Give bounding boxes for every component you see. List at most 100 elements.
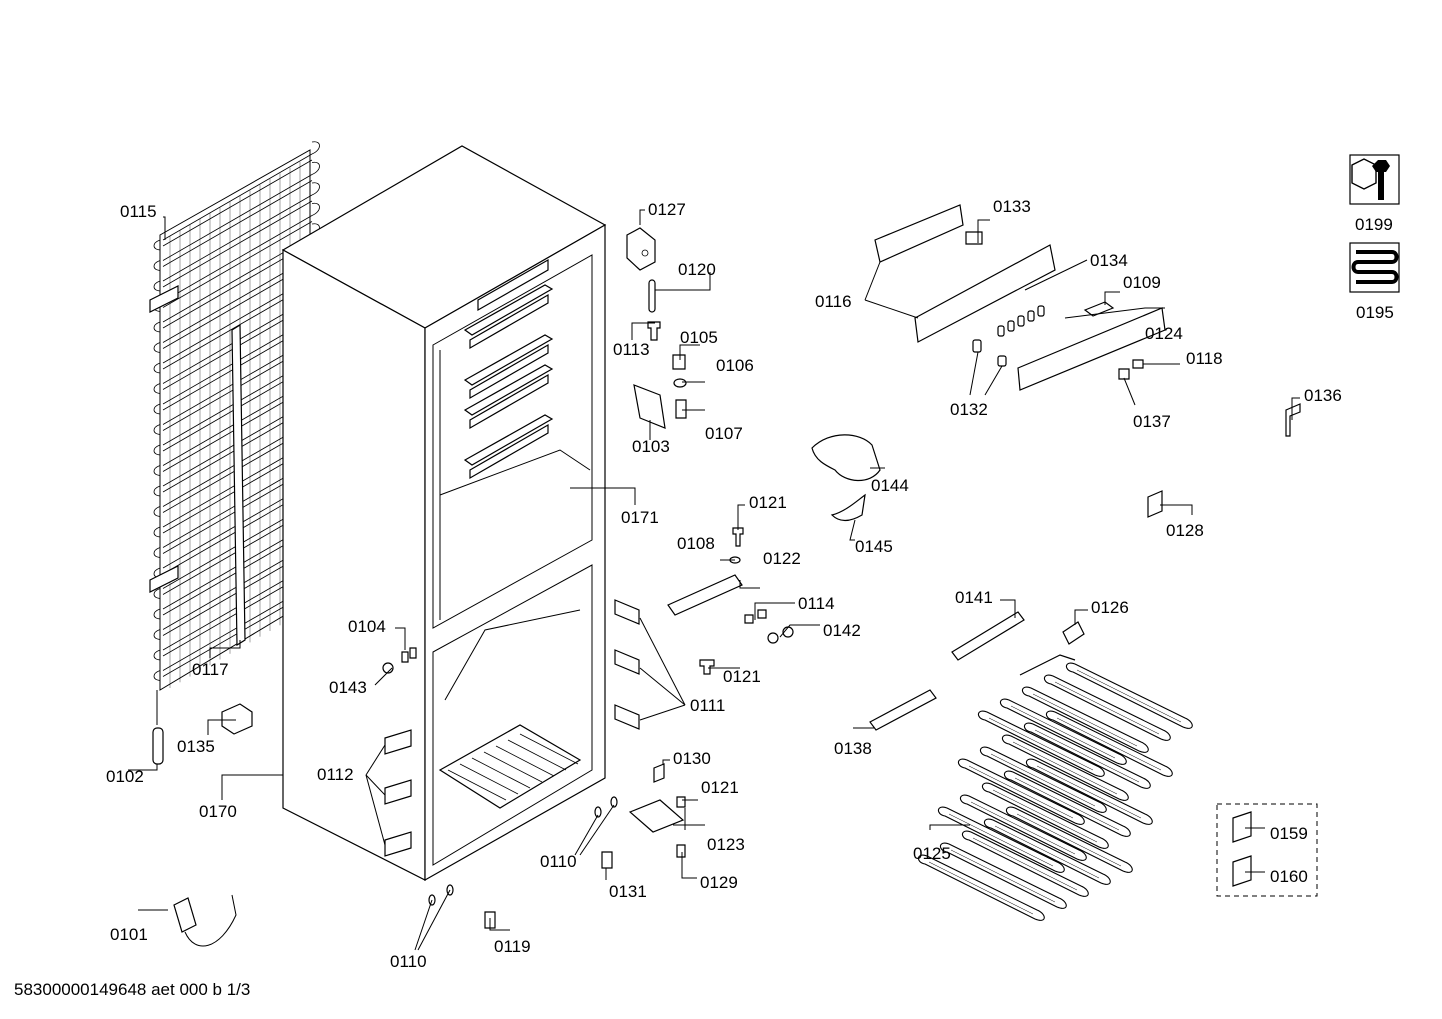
part-labels: 0101 0102 0103 0104 0105 0106 0107 0108 … xyxy=(106,197,1394,971)
label-0121-a: 0121 xyxy=(749,493,787,512)
label-0133: 0133 xyxy=(993,197,1031,216)
cabinet-0170 xyxy=(281,145,607,882)
deflector-0145 xyxy=(830,493,866,522)
holder-0112a xyxy=(384,729,412,755)
label-0111: 0111 xyxy=(690,696,725,715)
clip-0137 xyxy=(1118,368,1130,380)
screw-0121-low xyxy=(676,796,686,808)
label-0102: 0102 xyxy=(106,767,144,786)
label-0125: 0125 xyxy=(913,844,951,863)
fan-housing-0144 xyxy=(811,434,881,482)
bracket-0111a xyxy=(614,599,640,625)
label-0137: 0137 xyxy=(1133,412,1171,431)
screw-0113 xyxy=(647,321,661,341)
evaporator-0125 xyxy=(917,654,1193,921)
label-0119: 0119 xyxy=(494,937,531,956)
label-0126: 0126 xyxy=(1091,598,1129,617)
bracket-0111c xyxy=(614,704,640,730)
leader-lines xyxy=(128,209,1300,951)
label-0128: 0128 xyxy=(1166,521,1204,540)
pin-0120 xyxy=(648,279,656,313)
label-0170: 0170 xyxy=(199,802,237,821)
label-0127: 0127 xyxy=(648,200,686,219)
terminal-0135 xyxy=(221,703,253,735)
label-0108: 0108 xyxy=(677,534,715,553)
screws-0114 xyxy=(744,609,767,624)
label-0104: 0104 xyxy=(348,617,386,636)
label-0112: 0112 xyxy=(317,765,354,784)
plate-0103 xyxy=(633,384,666,429)
strip-0138 xyxy=(869,689,937,731)
label-0136: 0136 xyxy=(1304,386,1342,405)
hinge-0122 xyxy=(667,574,743,616)
label-0115: 0115 xyxy=(120,202,157,221)
bracket-0111b xyxy=(614,649,640,675)
label-0103: 0103 xyxy=(632,437,670,456)
part-0107 xyxy=(675,399,687,419)
hinge-bracket-0127 xyxy=(626,227,656,271)
label-0114: 0114 xyxy=(798,594,835,613)
screw-0121-mid xyxy=(699,659,715,675)
label-0145: 0145 xyxy=(855,537,893,556)
label-0129: 0129 xyxy=(700,873,738,892)
holder-0112c xyxy=(384,831,412,857)
label-0110-b: 0110 xyxy=(390,952,427,971)
part-0159 xyxy=(1232,811,1252,843)
label-0122: 0122 xyxy=(763,549,801,568)
label-0109: 0109 xyxy=(1123,273,1161,292)
strut-0117 xyxy=(231,323,246,647)
capillary-0102 xyxy=(152,727,164,765)
label-0121-b: 0121 xyxy=(723,667,761,686)
label-0101: 0101 xyxy=(110,925,148,944)
label-0144: 0144 xyxy=(871,476,909,495)
label-0105: 0105 xyxy=(680,328,718,347)
module-0109 xyxy=(1083,301,1115,317)
label-0123: 0123 xyxy=(707,835,745,854)
part-0126 xyxy=(1062,621,1085,645)
label-0143: 0143 xyxy=(329,678,367,697)
accessory-box xyxy=(1216,803,1318,897)
label-0124: 0124 xyxy=(1145,324,1183,343)
part-0160 xyxy=(1232,855,1252,887)
label-0120: 0120 xyxy=(678,260,716,279)
switch-0133 xyxy=(965,231,983,245)
part-0136 xyxy=(1285,403,1301,437)
label-0138: 0138 xyxy=(834,739,872,758)
label-0131: 0131 xyxy=(609,882,647,901)
part-0128 xyxy=(1147,490,1163,518)
screw-0129 xyxy=(676,844,686,858)
screw-0121-top xyxy=(732,527,744,547)
label-0195: 0195 xyxy=(1356,303,1394,322)
document-id-footer: 58300000149648 aet 000 b 1/3 xyxy=(14,980,251,999)
label-0130: 0130 xyxy=(673,749,711,768)
label-0141: 0141 xyxy=(955,588,993,607)
holder-0112b xyxy=(384,779,412,805)
label-0107: 0107 xyxy=(705,424,743,443)
label-0116: 0116 xyxy=(815,292,852,311)
washer-0106 xyxy=(673,378,687,388)
label-0199: 0199 xyxy=(1355,215,1393,234)
screws-0104 xyxy=(401,647,417,663)
label-0134: 0134 xyxy=(1090,251,1128,270)
wrench-nut-icon xyxy=(1349,154,1400,205)
cap-0142a xyxy=(767,632,779,644)
cover-0124 xyxy=(1017,307,1166,391)
screw-0131 xyxy=(601,851,613,869)
control-panel-0134 xyxy=(914,244,1056,343)
clip-0118 xyxy=(1132,359,1144,369)
label-0118: 0118 xyxy=(1186,349,1223,368)
label-0106: 0106 xyxy=(716,356,754,375)
plug-0101 xyxy=(173,897,197,933)
heating-coil-icon xyxy=(1349,242,1400,293)
label-0110-a: 0110 xyxy=(540,852,577,871)
label-0142: 0142 xyxy=(823,621,861,640)
label-0160: 0160 xyxy=(1270,867,1308,886)
bracket-0116 xyxy=(874,204,964,263)
foot-0110a xyxy=(594,806,602,818)
label-0135: 0135 xyxy=(177,737,215,756)
foot-0110b xyxy=(610,796,618,808)
label-0171: 0171 xyxy=(621,508,659,527)
part-0130 xyxy=(653,763,665,783)
plate-0123 xyxy=(628,799,685,833)
